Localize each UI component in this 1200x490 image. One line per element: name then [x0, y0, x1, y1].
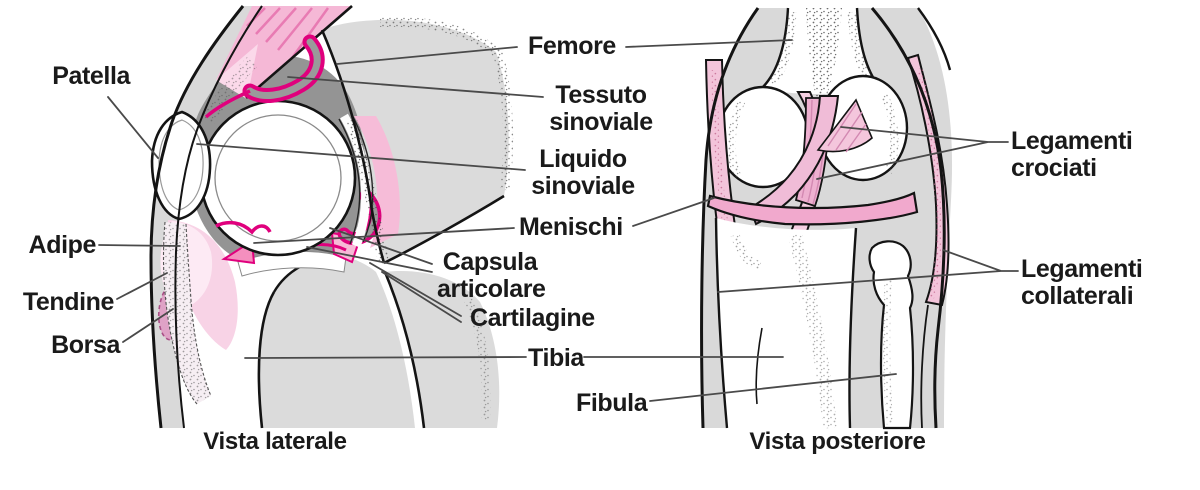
leader-menischi-right — [632, 197, 715, 227]
capsule-edge-line — [338, 118, 361, 245]
posterior-capsule-pink-wedge — [354, 116, 400, 248]
leader-tessuto-sinoviale — [287, 76, 544, 98]
leader-adipe — [98, 244, 181, 247]
leader-lines — [98, 39, 1019, 402]
posterior-skin-left-contour — [700, 7, 760, 429]
band-tail-line — [755, 327, 763, 405]
leader-menischi-left — [253, 227, 515, 244]
label-legamenti-collaterali: Legamenti collaterali — [1021, 255, 1143, 310]
suprapatellar-fold-core — [246, 38, 321, 100]
tibia-stipple-band — [788, 233, 837, 429]
leader-fibula — [649, 373, 897, 402]
thigh-lower-contour — [383, 194, 505, 265]
posterior-skin-right-contour — [870, 7, 946, 429]
leader-legamenti-crociati — [816, 126, 1009, 180]
tibia-shape — [258, 255, 415, 428]
leader-legamenti-collaterali — [717, 249, 1019, 293]
lateral-view-illustration — [149, 5, 514, 429]
condyle-stipple-right — [880, 93, 899, 174]
femur-stipple-edge — [379, 16, 514, 191]
leader-liquido-sinoviale — [196, 143, 526, 171]
membrane-line-to-patella — [204, 89, 251, 119]
label-tendine: Tendine — [22, 288, 115, 316]
caption-vista-posteriore: Vista posteriore — [749, 428, 926, 455]
caption-vista-laterale: Vista laterale — [203, 428, 347, 455]
tibia-left-edge — [714, 217, 729, 429]
membrane-line-fatpad — [215, 220, 272, 235]
leader-cartilagine-1 — [369, 262, 462, 317]
label-legamenti-crociati: Legamenti crociati — [1011, 127, 1133, 182]
leader-cartilagine-2 — [381, 271, 462, 323]
leader-capsula-1 — [329, 227, 433, 265]
label-fibula: Fibula — [576, 389, 648, 417]
leader-femore-left — [336, 46, 518, 65]
label-tessuto-sinoviale: Tessuto sinoviale — [549, 81, 653, 136]
leader-tibia-left — [244, 356, 527, 359]
condyle-stipple-left — [727, 98, 746, 180]
label-femore: Femore — [528, 32, 616, 60]
intercondylar-stipple — [806, 8, 842, 112]
tibia-front-contour — [257, 291, 276, 429]
fibula-stipple — [883, 279, 894, 425]
femur-stipple-left — [768, 11, 797, 87]
leader-femore-right — [625, 39, 793, 48]
tibia-right-edge — [848, 227, 858, 429]
label-liquido-sinoviale: Liquido sinoviale — [531, 145, 635, 200]
femur-shape — [322, 19, 509, 263]
label-adipe: Adipe — [28, 231, 97, 259]
leader-capsula-2 — [306, 246, 433, 273]
skin-band-shape — [151, 6, 262, 428]
posterior-meniscus-band — [706, 191, 919, 226]
tibia-stipple-patch — [730, 233, 762, 271]
posterior-skin-right-outer-line — [917, 7, 952, 71]
label-borsa: Borsa — [51, 331, 120, 359]
skin-inner-contour — [174, 5, 263, 429]
posterior-skin-fold-line — [920, 304, 929, 429]
posterior-view-illustration — [700, 7, 953, 430]
leader-tendine — [116, 272, 168, 300]
skin-outer-contour — [149, 5, 245, 429]
leader-patella — [107, 96, 159, 159]
femoral-condyle-shape — [199, 99, 357, 257]
label-menischi: Menischi — [519, 213, 623, 241]
calf-contour — [383, 271, 426, 429]
calf-stipple-edge — [463, 298, 491, 421]
label-cartilagine: Cartilagine — [470, 304, 595, 332]
label-patella: Patella — [52, 62, 130, 90]
label-tibia: Tibia — [528, 344, 584, 372]
leader-borsa — [122, 308, 174, 343]
label-capsula-articolare: Capsula articolare — [437, 248, 546, 303]
